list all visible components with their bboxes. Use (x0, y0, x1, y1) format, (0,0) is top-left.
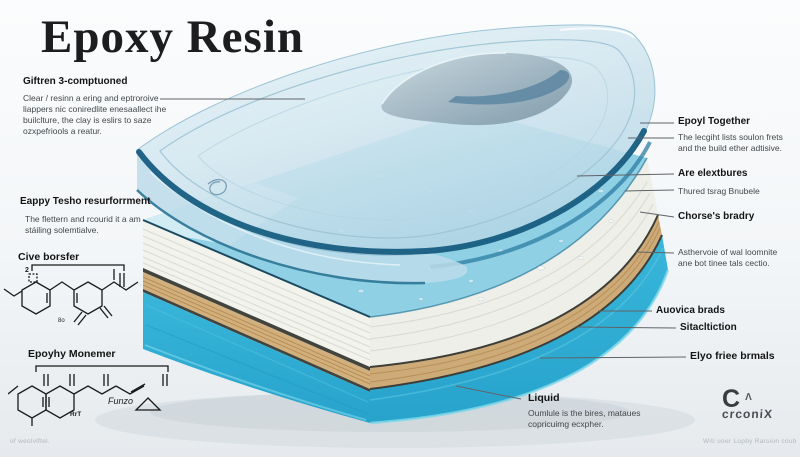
left-section1-heading: Giftren 3-comptuoned (23, 76, 128, 87)
logo-letter: C (722, 385, 741, 413)
page-title: Epoxy Resin (41, 11, 305, 63)
brand-logo: C Λ crconiX (721, 385, 774, 422)
attribution-text: Witi uoer Lopby Rarsion coub (703, 438, 797, 445)
callout-epoyl-body: The lecgiht lists soulon frets and the b… (678, 132, 793, 154)
callout-chorses-heading: Chorse's bradry (678, 211, 755, 222)
leader-chorses-bradry (639, 211, 675, 218)
left-section2-paragraph: The flettern and rcourid it a am stáilin… (25, 214, 175, 236)
leader-sitacltiction (576, 326, 677, 329)
resin-curl (207, 178, 227, 196)
callout-line: Oumlule is the bires, mataues (528, 408, 641, 418)
leader-are-elextbures (576, 173, 675, 177)
callout-line: Asthervoie of wal loomnite (678, 247, 778, 257)
monomer-molecule-structure: Funzo RrT (8, 365, 169, 426)
left-section2-heading: Eappy Tesho resurforrment (20, 196, 151, 207)
molecule-label-funzo: Funzo (108, 396, 133, 406)
callout-liquid-body: Oumlule is the bires, mataues copricuimg… (528, 408, 658, 430)
cyan-layer-left-face (143, 292, 370, 423)
callout-liquid-heading: Liquid (528, 392, 560, 404)
paragraph-line: stáiling solemtialve. (25, 225, 99, 235)
logo-name: crconiX (721, 407, 774, 421)
logo-top-row: C Λ (722, 385, 773, 413)
bracket-subscript: 2 (25, 267, 29, 274)
callout-asthervoie-body: Asthervoie of wal loomnite ane bot tinee… (678, 247, 793, 269)
monomer-structure-heading: Epoyhy Monemer (28, 348, 116, 360)
callout-epoyl-heading: Epoyl Together (678, 116, 751, 127)
leader-lines (160, 98, 687, 400)
separator-line (143, 268, 370, 371)
hardener-molecule-structure: 2 8o (3, 264, 139, 326)
molecule-note: 8o (58, 318, 65, 324)
paragraph-line: ozxpefriools a reatur. (23, 126, 102, 136)
logo-caret-mark: Λ (745, 392, 752, 403)
left-section1-paragraph: Clear / resinn a ering and eptroroive li… (23, 93, 173, 137)
callout-elyo-heading: Elyo friee brmals (690, 350, 775, 362)
leader-asthervoie (634, 251, 675, 254)
glass-rim-band (136, 128, 647, 255)
callout-auovica-heading: Auovica brads (656, 305, 725, 316)
paragraph-line: builclture, the clay is eslirs to saze (23, 115, 152, 125)
callout-elextbures-heading: Are elextbures (678, 168, 748, 179)
paragraph-line: Clear / resinn a ering and eptroroive (23, 93, 159, 103)
leader-elyo-friee (539, 356, 687, 359)
separator-line (143, 289, 370, 392)
leader-liquid (455, 385, 522, 400)
callout-line: The lecgiht lists soulon frets (678, 132, 783, 142)
callout-line: copricuimg ecxpher. (528, 419, 604, 429)
callout-sitacltiction-heading: Sitacltiction (680, 322, 737, 333)
leader-thured (624, 189, 675, 192)
left-footnote: of weolvlftel. (10, 438, 50, 445)
glass-front-face (137, 150, 468, 284)
paragraph-line: The flettern and rcourid it a am (25, 214, 141, 224)
hardener-structure-heading: Cive borsfer (18, 251, 80, 263)
wood-layer-right-face (370, 215, 662, 389)
molecule-label-rrt: RrT (70, 411, 81, 418)
glass-board (136, 24, 656, 285)
cockpit-shading (381, 52, 573, 126)
cyan-layer-right-face (370, 235, 668, 423)
callout-thured-body: Thured tsrag Bnubele (678, 186, 760, 196)
paragraph-line: liappers nic coniredlite enesaallect ihe (23, 104, 167, 114)
callout-line: and the build ether adtisive. (678, 143, 782, 153)
callout-line: ane bot tinee tals cectio. (678, 258, 770, 268)
